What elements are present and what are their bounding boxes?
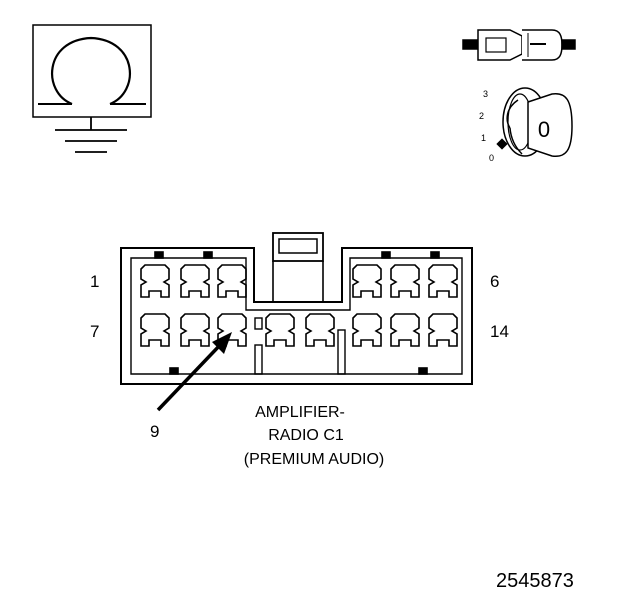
ignition-position-0: 0 (489, 153, 494, 163)
pin-9-pointer-arrow (156, 332, 232, 412)
ignition-key-label: 0 (538, 117, 550, 142)
cavity-row1-1 (140, 264, 170, 298)
ignition-position-2: 2 (479, 111, 484, 121)
ground-icon (55, 117, 127, 153)
cavity-row2-2 (180, 313, 210, 347)
cavity-row1-2 (180, 264, 210, 298)
cavity-row2-5 (305, 313, 335, 347)
connector-probe-icon (462, 29, 576, 61)
pin-label-7: 7 (90, 322, 99, 341)
pin-label-1: 1 (90, 272, 99, 291)
pin-label-6: 6 (490, 272, 499, 291)
ohmmeter-icon (32, 24, 152, 118)
ignition-position-3: 3 (483, 89, 488, 99)
cavity-row1-4 (352, 264, 382, 298)
cavity-row2-1 (140, 313, 170, 347)
cavity-row2-4 (265, 313, 295, 347)
pointer-label-9: 9 (150, 422, 159, 441)
ignition-key-icon: 0 3 2 1 0 (479, 87, 573, 163)
connector-name-line-3: (PREMIUM AUDIO) (244, 451, 384, 468)
pin-label-14: 14 (490, 322, 509, 341)
connector-face (120, 232, 473, 385)
cavity-row1-5 (390, 264, 420, 298)
connector-name-line-2: RADIO C1 (268, 427, 344, 444)
cavity-row2-3 (217, 313, 247, 347)
cavity-row2-8 (428, 313, 458, 347)
cavity-row2-7 (390, 313, 420, 347)
figure-id: 2545873 (496, 570, 574, 592)
ignition-position-1: 1 (481, 133, 486, 143)
cavity-row1-3 (217, 264, 247, 298)
cavity-row2-6 (352, 313, 382, 347)
connector-name-line-1: AMPLIFIER- (255, 404, 345, 421)
cavity-row1-6 (428, 264, 458, 298)
